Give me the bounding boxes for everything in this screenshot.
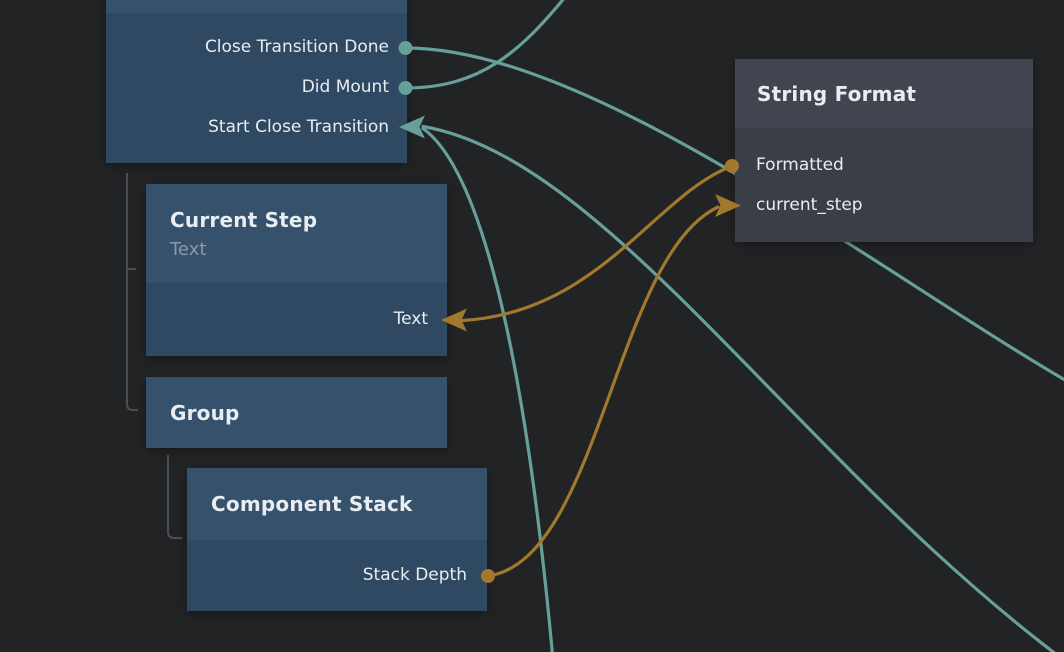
port-text[interactable]: Text — [146, 299, 447, 339]
port-formatted[interactable]: Formatted — [735, 145, 1033, 185]
port-current-step-label: current_step — [756, 195, 863, 215]
port-arrow-start-close-transition[interactable] — [399, 115, 425, 139]
wire-start-close-transition-a[interactable] — [421, 124, 1064, 652]
node-group-title: Group — [170, 400, 240, 425]
node-current-step-title: Current Step — [170, 208, 318, 232]
port-formatted-label: Formatted — [756, 155, 844, 175]
node-group[interactable]: Group — [146, 377, 447, 448]
wire-start-close-transition-b[interactable] — [421, 126, 554, 652]
port-did-mount[interactable]: Did Mount — [106, 67, 407, 107]
node-transition-events-header — [106, 0, 407, 13]
port-arrow-text[interactable] — [441, 308, 467, 332]
tree-connector-root-to-group — [126, 173, 138, 411]
node-component-stack[interactable]: Component Stack Stack Depth — [187, 468, 487, 611]
port-arrow-current-step[interactable] — [715, 194, 741, 217]
port-current-step[interactable]: current_step — [735, 185, 1033, 225]
port-dot-did-mount[interactable] — [398, 81, 413, 95]
tree-connector-group-to-component-stack — [167, 455, 182, 539]
port-dot-formatted[interactable] — [725, 159, 739, 173]
wire-stack-depth-to-current-step[interactable] — [486, 205, 720, 578]
port-dot-close-transition-done[interactable] — [398, 41, 413, 55]
node-string-format[interactable]: String Format Formatted current_step — [735, 59, 1033, 242]
port-dot-stack-depth[interactable] — [481, 569, 495, 583]
port-close-transition-done-label: Close Transition Done — [204, 37, 389, 57]
port-close-transition-done[interactable]: Close Transition Done — [106, 27, 407, 67]
port-did-mount-label: Did Mount — [301, 77, 389, 97]
wire-formatted-to-text[interactable] — [461, 164, 734, 323]
port-start-close-transition[interactable]: Start Close Transition — [106, 107, 407, 147]
node-component-stack-title: Component Stack — [211, 492, 413, 516]
port-start-close-transition-label: Start Close Transition — [208, 117, 389, 137]
port-stack-depth-label: Stack Depth — [362, 565, 467, 585]
node-string-format-title: String Format — [757, 81, 917, 106]
node-current-step[interactable]: Current Step Text Text — [146, 184, 447, 356]
port-text-label: Text — [393, 309, 428, 329]
node-current-step-subtitle: Text — [170, 239, 207, 260]
node-transition-events[interactable]: Close Transition Done Did Mount Start Cl… — [106, 0, 407, 163]
port-stack-depth[interactable]: Stack Depth — [187, 555, 487, 595]
